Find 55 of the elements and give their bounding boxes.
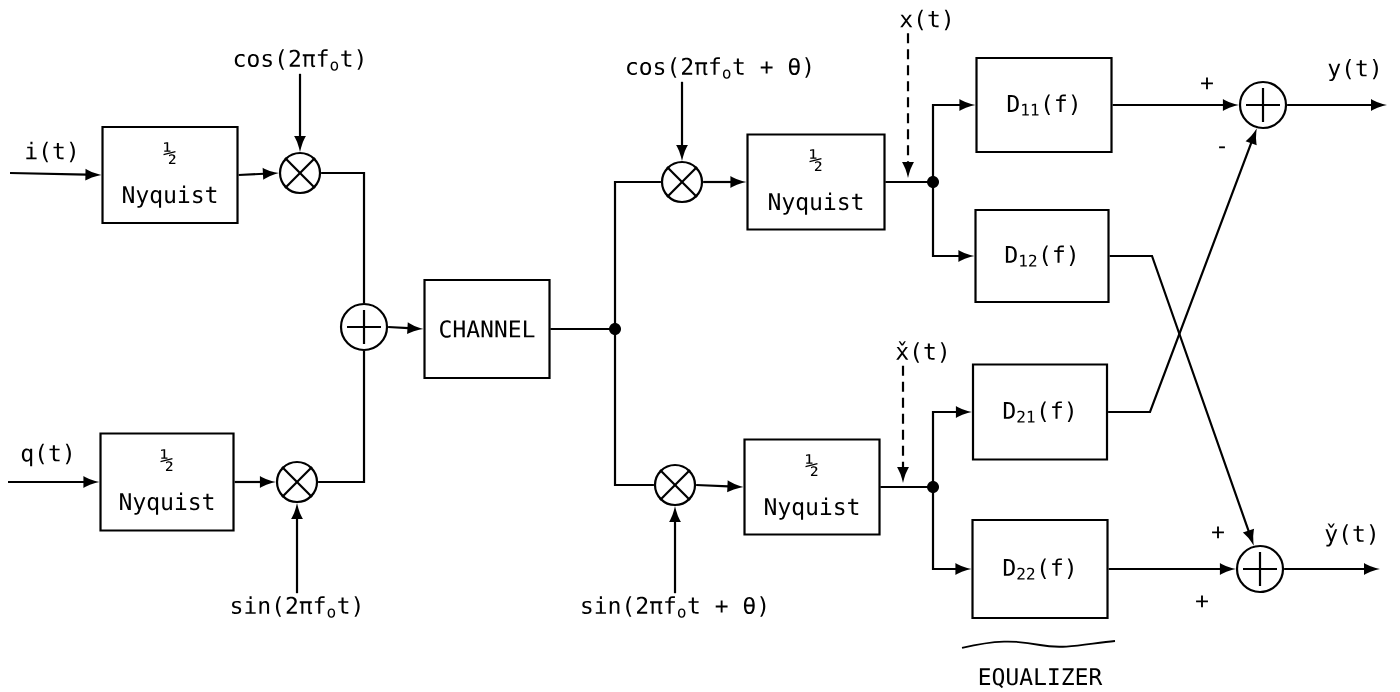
multiplier-symbol: [653, 463, 697, 507]
arrow: [1112, 99, 1236, 111]
signal-label: x(t): [900, 9, 950, 31]
filter-box: ½ Nyquist: [99, 432, 235, 532]
multiplier-symbol: [278, 151, 322, 195]
filter-box: D$_{11}$(f): [975, 56, 1113, 154]
signal-label: sin(2πf$_{o}$t + θ): [582, 596, 766, 618]
dashed-arrow: [902, 33, 914, 175]
channel-box: CHANNEL: [423, 278, 551, 380]
summer-symbol: [339, 302, 389, 352]
signal-label: sin(2πf$_{o}$t): [232, 596, 360, 618]
connector-line: [550, 327, 654, 487]
edge-label: i(t): [23, 140, 81, 164]
edge-label: y̌(t): [1323, 522, 1381, 548]
connector-line: [318, 351, 366, 484]
group-label: EQUALIZER: [979, 667, 1103, 689]
arrow: [388, 322, 420, 334]
arrow: [291, 506, 303, 594]
arrow: [1284, 563, 1377, 575]
filter-box: D$_{12}$(f): [974, 208, 1110, 304]
arrow: [696, 481, 740, 492]
arrow: [703, 176, 743, 188]
connector-line: [321, 171, 366, 303]
edge-label: +: [1199, 76, 1215, 92]
edge-label: q(t): [19, 442, 77, 468]
filter-box: ½ Nyquist: [743, 438, 881, 536]
arrow: [10, 169, 98, 180]
arrow: [676, 81, 688, 158]
summer-symbol: [1238, 80, 1288, 130]
filter-box: ½ Nyquist: [101, 125, 239, 225]
edge-label: +: [1210, 525, 1226, 541]
arrow: [1109, 254, 1254, 543]
arrow: [1108, 131, 1257, 414]
arrow: [238, 168, 276, 179]
signal-label: cos(2πf$_{o}$t + θ): [627, 57, 811, 79]
multiplier-symbol: [275, 460, 319, 504]
edge-label: y(t): [1326, 57, 1384, 83]
arrow: [234, 476, 273, 488]
filter-box: D$_{22}$(f): [971, 518, 1109, 620]
edge-label: +: [1194, 594, 1210, 610]
arrow: [294, 73, 306, 149]
arrow: [885, 180, 971, 262]
signal-label: x̌(t): [896, 341, 946, 363]
arrow: [669, 509, 681, 594]
edge-label: -: [1214, 145, 1230, 155]
arrow: [1287, 99, 1384, 111]
arrow: [8, 476, 96, 488]
dashed-arrow: [897, 365, 909, 480]
arrow: [1108, 563, 1233, 575]
filter-box: ½ Nyquist: [746, 133, 886, 231]
summer-symbol: [1235, 544, 1285, 594]
filter-box: D$_{21}$(f): [971, 363, 1109, 461]
signal-label: cos(2πf$_{o}$t): [234, 49, 363, 71]
multiplier-symbol: [660, 160, 704, 204]
arrow: [880, 485, 968, 575]
